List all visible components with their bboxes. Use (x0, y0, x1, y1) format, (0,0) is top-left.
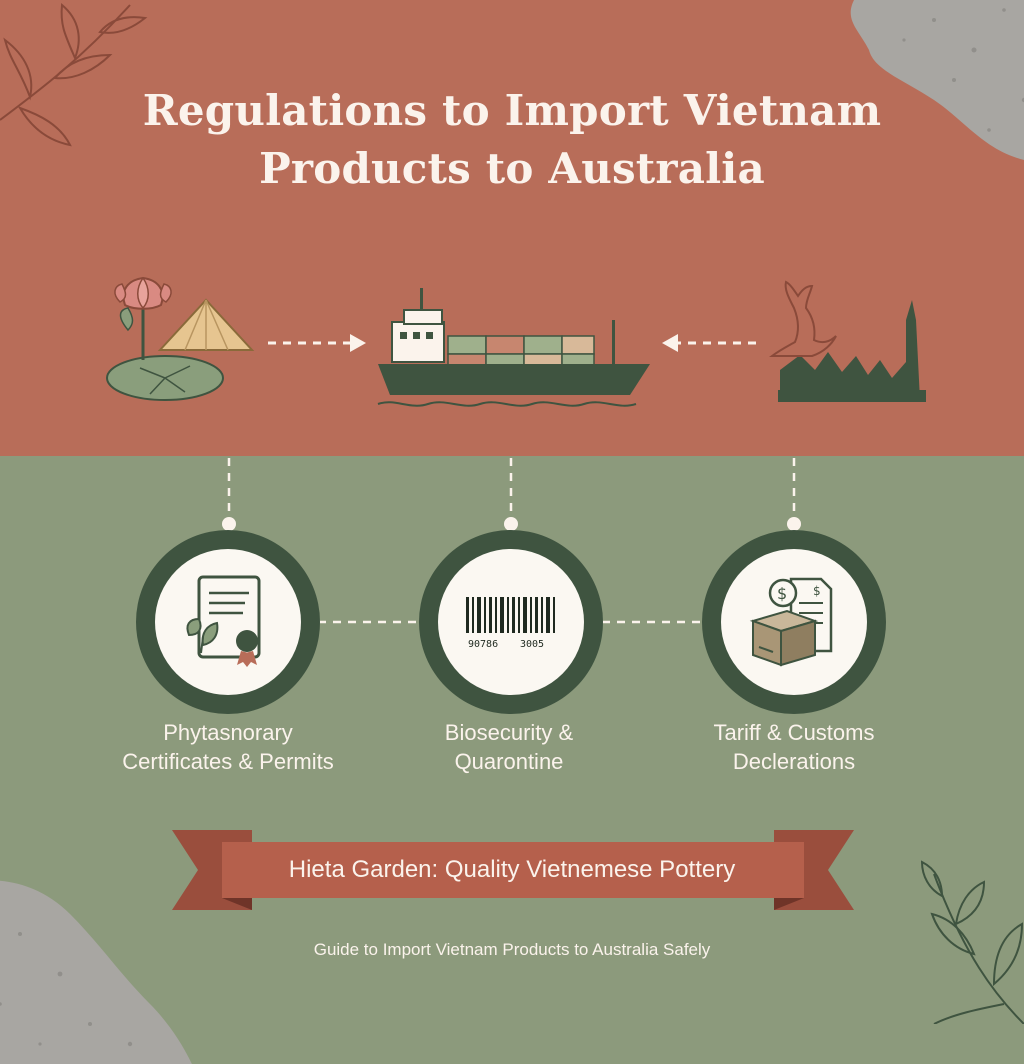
certificate-icon (186, 575, 261, 667)
step-2-line-2: Quarontine (454, 749, 564, 774)
step-3-line-2: Declerations (732, 749, 856, 774)
step-circle-certificates (136, 530, 320, 714)
cargo-ship-icon (377, 288, 650, 407)
title-line-2: Products to Australia (259, 144, 765, 193)
vietnam-lotus-hat-icon (106, 276, 255, 401)
barcode-icon: 90786 3005 (466, 597, 555, 650)
page-title: Regulations to Import Vietnam Products t… (0, 82, 1024, 198)
leaf-branch-decoration-bottom (920, 860, 1024, 1024)
footer-caption: Guide to Import Vietnam Products to Aust… (313, 940, 711, 959)
banner-text: Hieta Garden: Quality Vietnemese Pottery (288, 856, 736, 883)
ribbon-banner (172, 830, 854, 910)
step-label-certificates: Phytasnorary Certificates & Permits (88, 718, 368, 776)
step-label-biosecurity: Biosecurity & Quarontine (369, 718, 649, 776)
step-circle-biosecurity: 90786 3005 (419, 530, 603, 714)
step-1-line-1: Phytasnorary (163, 720, 293, 745)
step-circle-customs: $ $ (702, 530, 886, 714)
australia-kangaroo-opera-house-icon (768, 280, 926, 402)
step-3-line-1: Tariff & Customs (713, 720, 875, 745)
shipping-illustration (106, 276, 926, 407)
step-label-customs: Tariff & Customs Declerations (654, 718, 934, 776)
leaf-branch-decoration (0, 3, 148, 147)
step-connectors (222, 458, 801, 624)
customs-box-icon: $ $ (749, 577, 833, 667)
barcode-left-digits: 90786 (468, 639, 498, 650)
dollar-sign-doc: $ (813, 584, 821, 598)
dollar-sign: $ (777, 584, 787, 603)
title-line-1: Regulations to Import Vietnam (142, 86, 882, 135)
step-1-line-2: Certificates & Permits (122, 749, 334, 774)
stone-texture-top-right (850, 0, 1024, 160)
barcode-right-digits: 3005 (520, 639, 544, 650)
step-2-line-1: Biosecurity & (444, 720, 574, 745)
